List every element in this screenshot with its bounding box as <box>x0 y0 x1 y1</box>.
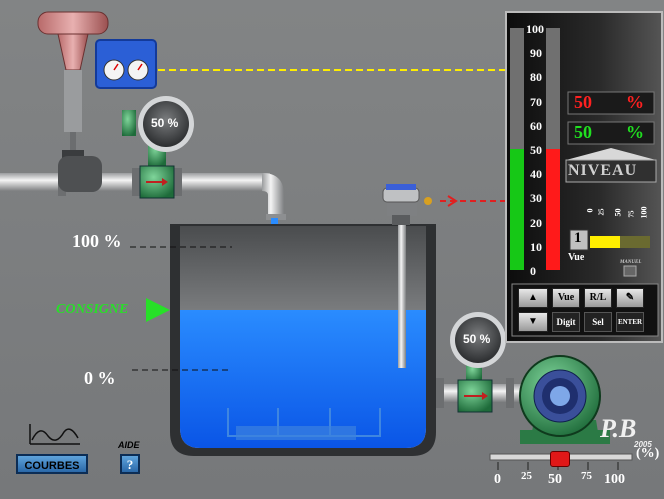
measure-value-red: 50 <box>574 92 592 112</box>
vue-button[interactable]: Vue <box>552 288 580 308</box>
author-logo: P.B <box>600 414 637 443</box>
level-scale-tick: 100 <box>526 22 544 36</box>
level-probe <box>382 184 506 368</box>
pump-slider-unit: (%) <box>636 446 660 461</box>
pump-speed-slider-thumb[interactable] <box>550 451 570 467</box>
level-bar-red <box>546 149 560 270</box>
aide-label: AIDE <box>118 440 140 450</box>
pump-gauge-value: 50 % <box>463 332 491 346</box>
pump <box>519 355 610 444</box>
digit-button[interactable]: Digit <box>552 312 580 332</box>
control-valve <box>37 11 157 192</box>
flow-transmitter-pump <box>450 312 506 413</box>
valve-gauge-value: 50 % <box>151 116 179 130</box>
level-0-label: 0 % <box>84 368 116 388</box>
manual-toggle-icon: ✎ <box>625 292 635 303</box>
manuel-label: MANUEL <box>620 260 642 265</box>
level-scale-tick: 30 <box>530 191 542 206</box>
sel-button[interactable]: Sel <box>584 312 612 332</box>
enter-button[interactable]: ENTER <box>616 312 644 332</box>
level-scale-tick: 50 <box>530 143 542 157</box>
tank-water-level <box>180 310 426 448</box>
measure-value-green: 50 <box>574 122 592 142</box>
rl-button[interactable]: R/L <box>584 288 612 308</box>
vue-number: 1 <box>574 230 582 246</box>
manual-toggle-button[interactable]: ✎ <box>616 288 644 308</box>
measure-unit-red: % <box>626 92 644 112</box>
arrow-up-button[interactable]: ▲ <box>518 288 548 308</box>
measure-unit-green: % <box>626 122 644 142</box>
arrow-down-button[interactable]: ▼ <box>518 312 548 332</box>
level-scale-tick: 80 <box>530 70 542 85</box>
level-100-label: 100 % <box>72 231 122 251</box>
level-scale-tick: 70 <box>530 94 542 109</box>
level-scale-tick: 10 <box>530 239 542 254</box>
courbes-icon <box>29 424 80 445</box>
tank <box>130 224 436 456</box>
consigne-label: CONSIGNE <box>56 302 129 317</box>
level-bar-green <box>510 149 524 270</box>
level-scale-tick: 20 <box>530 215 542 230</box>
aide-button[interactable]: ? <box>120 454 140 474</box>
pump-speed-slider[interactable] <box>490 446 632 468</box>
consigne-arrow <box>146 298 170 322</box>
level-scale-tick: 60 <box>530 118 542 133</box>
flow-transmitter-valve <box>122 96 194 199</box>
author-year: 2005 <box>634 440 652 449</box>
niveau-label: NIVEAU <box>568 162 638 179</box>
level-scale-tick: 90 <box>530 46 542 61</box>
vue-label: Vue <box>568 252 585 263</box>
level-scale-tick: 40 <box>530 167 542 182</box>
courbes-button[interactable]: COURBES <box>16 454 88 474</box>
level-scale-tick: 0 <box>530 264 536 278</box>
